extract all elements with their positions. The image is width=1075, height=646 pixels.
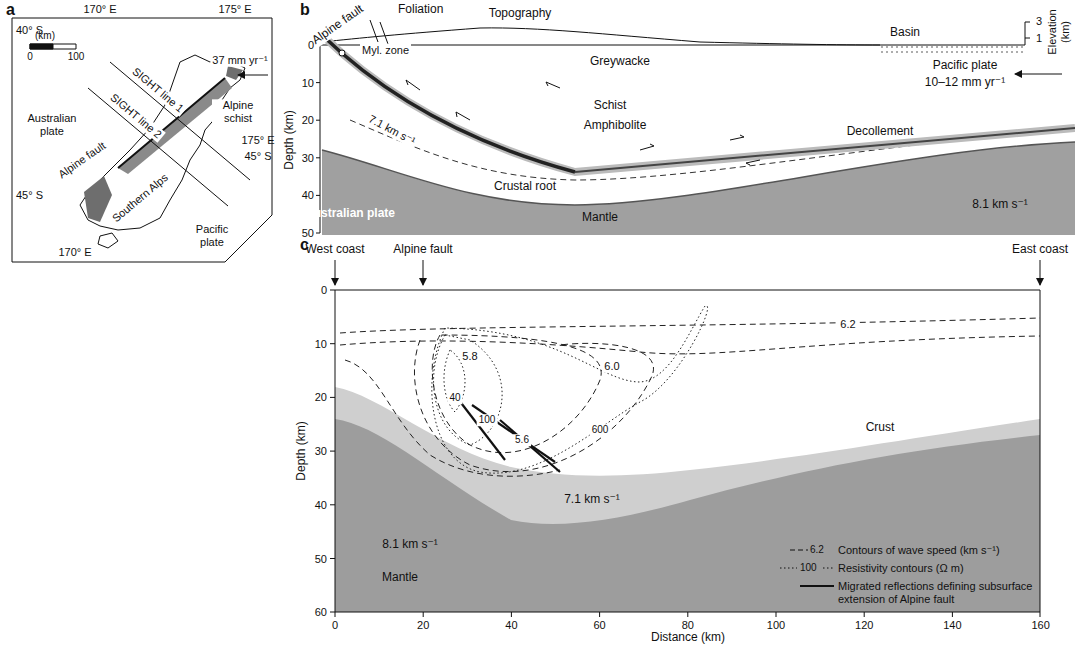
figure-label: 20 — [315, 391, 327, 404]
figure-label: 37 mm yr⁻¹ — [210, 54, 269, 67]
legend-text: Migrated reflections defining subsurface… — [838, 580, 1063, 605]
figure-label: Pacific plate — [933, 59, 998, 73]
figure-label: Depth (km) — [283, 110, 297, 169]
figure-label: 6.2 — [838, 318, 857, 331]
figure-label: a — [6, 1, 15, 19]
figure-label: (km) — [35, 30, 55, 42]
figure-label: 8.1 km s⁻¹ — [972, 198, 1028, 212]
figure-label: 45° S — [16, 189, 43, 202]
figure-label: Myl. zone — [360, 44, 411, 57]
figure-label: Alpine fault — [393, 243, 452, 257]
figure-label: 0 — [27, 51, 33, 63]
legend-text: Contours of wave speed (km s⁻¹) — [838, 544, 1000, 557]
figure-label: Amphibolite — [584, 119, 647, 133]
figure-label: 100 — [767, 619, 785, 632]
figure-label: Alpine fault — [54, 138, 109, 182]
figure-label: 5.6 — [513, 434, 531, 446]
figure-label: 3 — [1036, 15, 1042, 28]
figure-label: 80 — [682, 619, 694, 632]
figure-label: 7.1 km s⁻¹ — [365, 111, 420, 148]
figure-label: Topography — [489, 7, 552, 21]
figure-label: 120 — [855, 619, 873, 632]
figure-label: Mantle — [582, 211, 618, 225]
figure-label: 175° E — [218, 3, 251, 16]
figure-label: 40 — [505, 619, 517, 632]
figure-label: 5.8 — [460, 350, 479, 363]
figure-label: Greywacke — [590, 55, 650, 69]
figure-label: 10 — [315, 337, 327, 350]
figure-label: 30 — [302, 151, 314, 164]
figure-label: Crustal root — [492, 180, 558, 194]
figure-label: Foliation — [398, 3, 443, 17]
figure-label: Mantle — [382, 571, 418, 585]
figure-label: 10 — [302, 76, 314, 89]
figure-label: 600 — [590, 424, 611, 436]
figure-label: 20 — [302, 114, 314, 127]
figure-label: 100 — [68, 51, 85, 63]
figure-label: 170° E — [83, 3, 116, 16]
figure-label: 6.0 — [602, 360, 621, 373]
figure-label: 40 — [447, 392, 462, 404]
figure-label: 0 — [308, 39, 314, 52]
figure-label: Australian plate — [19, 112, 85, 137]
figure-label: 100 — [800, 562, 817, 574]
figure-label: 8.1 km s⁻¹ — [382, 538, 438, 552]
figure-label: 140 — [943, 619, 961, 632]
figure-label: 6.2 — [810, 544, 824, 556]
figure-label: 20 — [417, 619, 429, 632]
figure-label: 0 — [321, 284, 327, 297]
figure-label: 40 — [315, 498, 327, 511]
figure-label: 40 — [302, 189, 314, 202]
figure-label: 45° S — [244, 150, 271, 163]
figure-label: 160 — [1031, 619, 1049, 632]
legend-samples — [780, 550, 834, 586]
figure-label: 60 — [315, 606, 327, 619]
figure-label: 1 — [1036, 32, 1042, 45]
map — [12, 18, 272, 262]
figure-label: 10–12 mm yr⁻¹ — [925, 76, 1005, 90]
figure-label: b — [300, 1, 310, 19]
legend-text: Resistivity contours (Ω m) — [838, 562, 964, 575]
figure-label: Pacific plate — [186, 223, 238, 248]
figure-label: Alpine fault — [308, 1, 368, 49]
figure-label: 60 — [593, 619, 605, 632]
geophysical-profile — [330, 260, 1040, 617]
figure-label: 0 — [332, 619, 338, 632]
figure-label: 50 — [315, 552, 327, 565]
figure-label: West coast — [305, 243, 364, 257]
figure-label: 100 — [477, 414, 498, 426]
figure-label: Elevation (km) — [1047, 7, 1072, 57]
figure-label: Decollement — [847, 125, 914, 139]
figure-label: Distance (km) — [651, 631, 725, 645]
cross-section — [316, 20, 1075, 235]
figure-label: East coast — [1012, 243, 1068, 257]
figure-label: Alpine schist — [212, 99, 264, 124]
figure-label: Schist — [594, 99, 627, 113]
figure-label: Southern Alps — [108, 170, 172, 226]
figure-label: 170° E — [58, 246, 91, 259]
figure-label: Basin — [890, 26, 920, 40]
figure-label: Crust — [866, 421, 895, 435]
figure-label: 175° E — [241, 134, 274, 147]
figure-label: 30 — [315, 445, 327, 458]
figure-label: Australian plate — [305, 207, 395, 221]
figure-label: Depth (km) — [295, 421, 309, 480]
figure-label: 7.1 km s⁻¹ — [564, 493, 620, 507]
